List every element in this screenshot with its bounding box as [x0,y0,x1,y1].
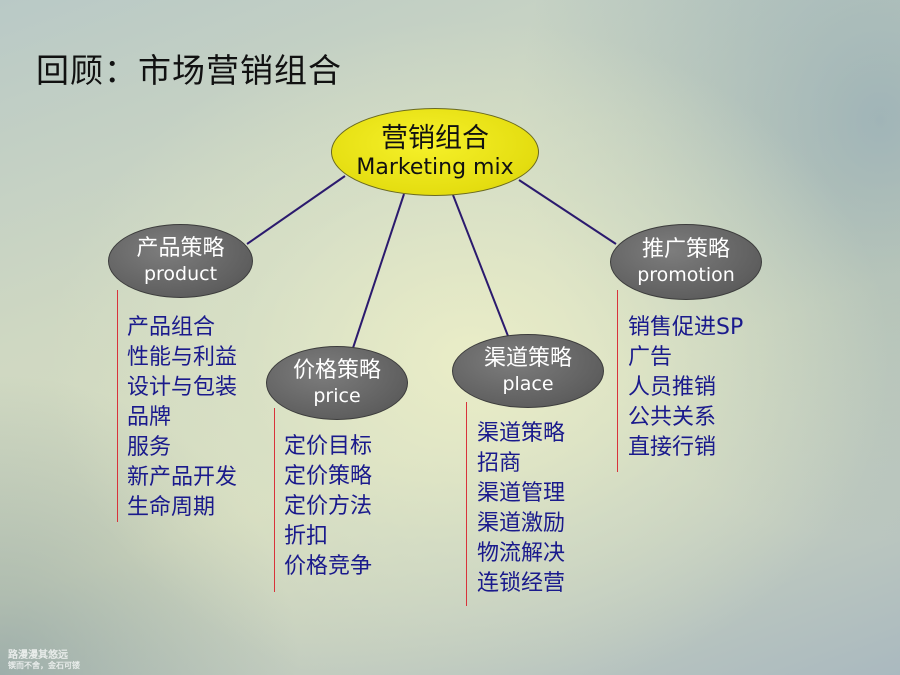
list-item: 服务 [127,435,172,460]
list-item: 连锁经营 [477,571,566,596]
promotion-strategy-en: promotion [637,264,735,286]
list-item: 渠道策略 [477,421,566,446]
list-item: 渠道管理 [477,481,566,506]
list-item: 广告 [628,345,673,370]
product-list: 产品组合 性能与利益 设计与包装 品牌 服务 新产品开发 生命周期 [127,313,237,523]
list-item: 定价策略 [284,464,373,489]
place-list: 渠道策略 招商 渠道管理 渠道激励 物流解决 连锁经营 [477,419,565,599]
place-strategy-cn: 渠道策略 [483,346,572,371]
footer-line-1: 路漫漫其悠远 [8,650,68,661]
marketing-mix-ellipse: 营销组合 Marketing mix [331,108,539,196]
promotion-strategy-cn: 推广策略 [641,237,730,262]
price-strategy-en: price [313,385,361,407]
list-item: 定价目标 [284,434,373,459]
list-item: 渠道激励 [477,511,566,536]
slide-title: 回顾：市场营销组合 [36,51,342,90]
connector-product [246,175,346,245]
price-list: 定价目标 定价策略 定价方法 折扣 价格竞争 [284,432,372,582]
list-item: 折扣 [284,524,329,549]
marketing-mix-cn: 营销组合 [381,123,489,154]
list-item: 公共关系 [628,405,717,430]
price-strategy-ellipse: 价格策略 price [266,346,408,420]
place-list-rule [466,402,467,606]
place-strategy-en: place [502,373,554,395]
list-item: 定价方法 [284,494,373,519]
list-item: 物流解决 [477,541,566,566]
list-item: 设计与包装 [127,375,238,400]
list-item: 直接行销 [628,435,717,460]
list-item: 人员推销 [628,375,717,400]
marketing-mix-en: Marketing mix [356,155,514,180]
list-item: 品牌 [127,405,172,430]
product-strategy-ellipse: 产品策略 product [108,224,253,298]
promotion-list: 销售促进SP 广告 人员推销 公共关系 直接行销 [628,313,743,463]
list-item: 性能与利益 [127,345,238,370]
product-strategy-en: product [143,263,218,285]
list-item: 产品组合 [127,315,216,340]
promotion-strategy-ellipse: 推广策略 promotion [610,224,762,300]
connector-price [352,193,405,349]
promotion-list-rule [617,290,618,472]
product-list-rule [117,290,118,522]
footer-watermark: 路漫漫其悠远 锲而不舍，金石可镂 [8,650,80,671]
list-item: 新产品开发 [127,465,238,490]
connector-promotion [518,179,617,245]
list-item: 价格竞争 [284,554,373,579]
list-item: 招商 [477,451,522,476]
price-strategy-cn: 价格策略 [292,358,381,383]
list-item: 销售促进SP [628,315,744,340]
connector-place [452,194,509,337]
list-item: 生命周期 [127,495,216,520]
product-strategy-cn: 产品策略 [136,236,225,261]
price-list-rule [274,408,275,592]
place-strategy-ellipse: 渠道策略 place [452,334,604,408]
footer-line-2: 锲而不舍，金石可镂 [8,661,80,670]
